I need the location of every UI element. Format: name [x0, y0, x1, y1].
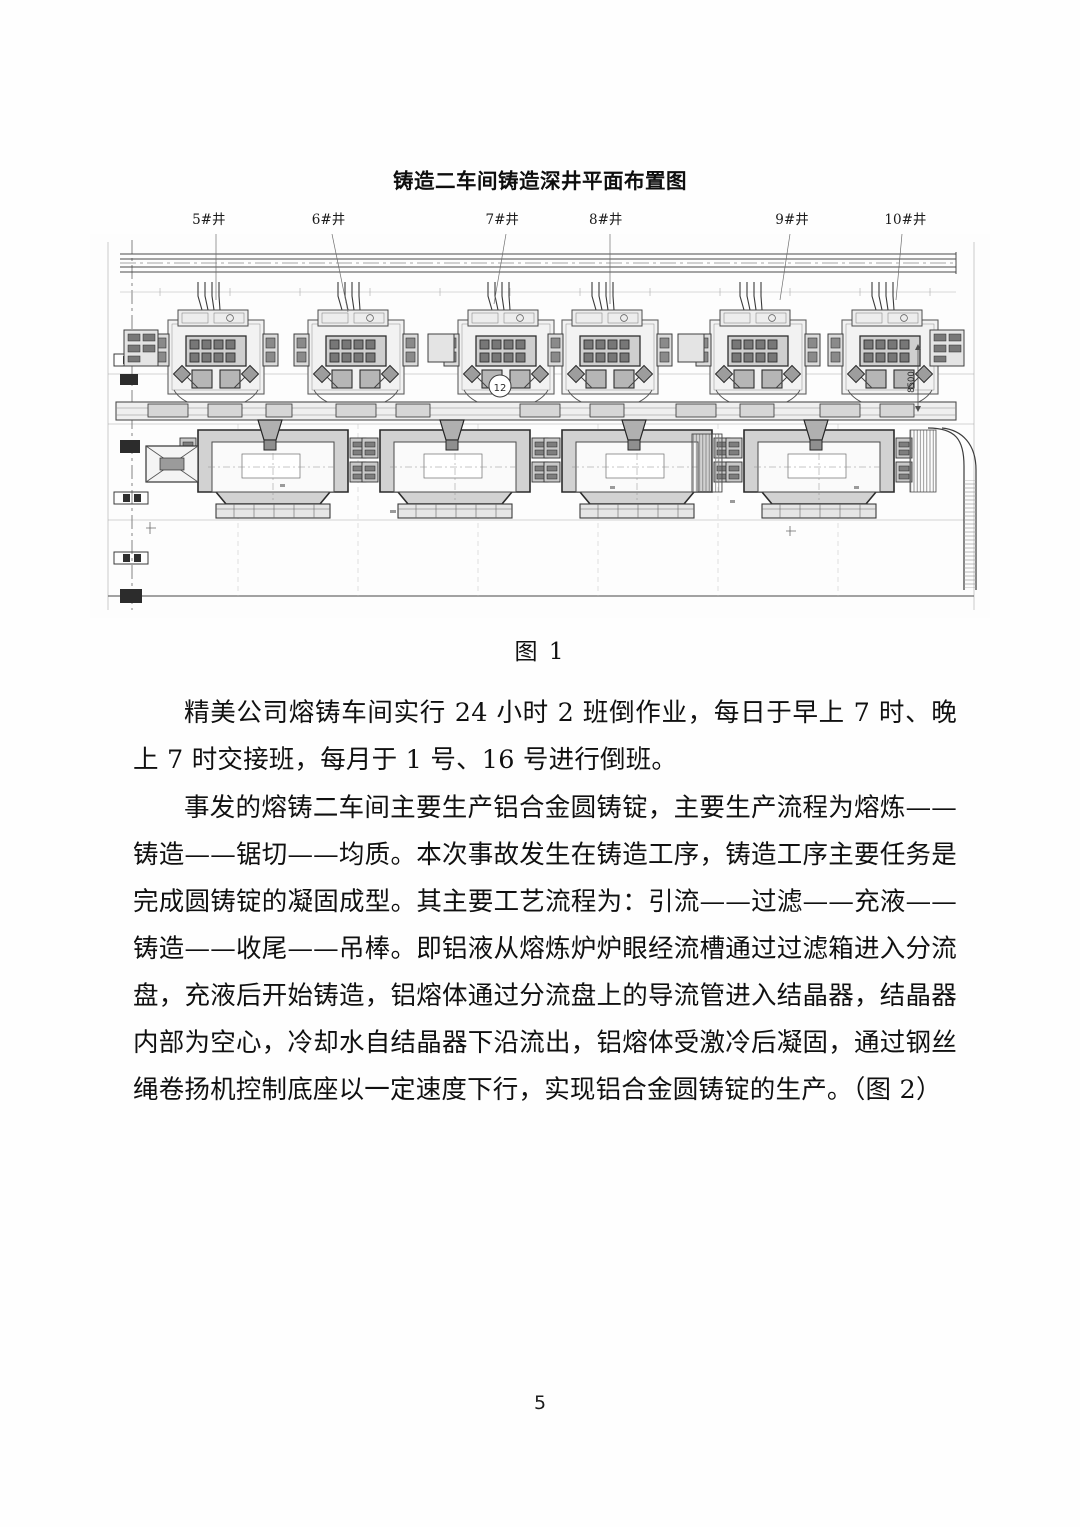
casting-pit-plan-drawing: 12 [90, 233, 990, 618]
well-label-6: 6#井 [311, 211, 346, 228]
figure-1-block: 铸造二车间铸造深井平面布置图 5#井 6#井 7#井 8#井 9#井 10#井 [0, 168, 1080, 618]
cad-drawing-container: 5#井 6#井 7#井 8#井 9#井 10#井 [90, 208, 990, 618]
figure-caption: 图 1 [514, 639, 566, 665]
well-label-5: 5#井 [192, 211, 226, 228]
well-label-8: 8#井 [588, 211, 623, 228]
well-label-row: 5#井 6#井 7#井 8#井 9#井 10#井 [90, 208, 990, 234]
paragraph-2: 事发的熔铸二车间主要生产铝合金圆铸锭，主要生产流程为熔炼——铸造——锯切——均质… [133, 793, 957, 1105]
figure-title: 铸造二车间铸造深井平面布置图 [393, 169, 687, 193]
page-number: 5 [533, 1392, 547, 1414]
paragraph-1: 精美公司熔铸车间实行 24 小时 2 班倒作业，每日于早上 7 时、晚上 7 时… [133, 698, 957, 775]
well-label-7: 7#井 [485, 211, 519, 228]
well-label-10: 10#井 [884, 211, 927, 228]
svg-text:12: 12 [494, 383, 507, 394]
dimension-8500: 8500 [907, 371, 917, 393]
well-label-9: 9#井 [775, 211, 809, 228]
body-text: 精美公司熔铸车间实行 24 小时 2 班倒作业，每日于早上 7 时、晚上 7 时… [133, 690, 957, 1115]
